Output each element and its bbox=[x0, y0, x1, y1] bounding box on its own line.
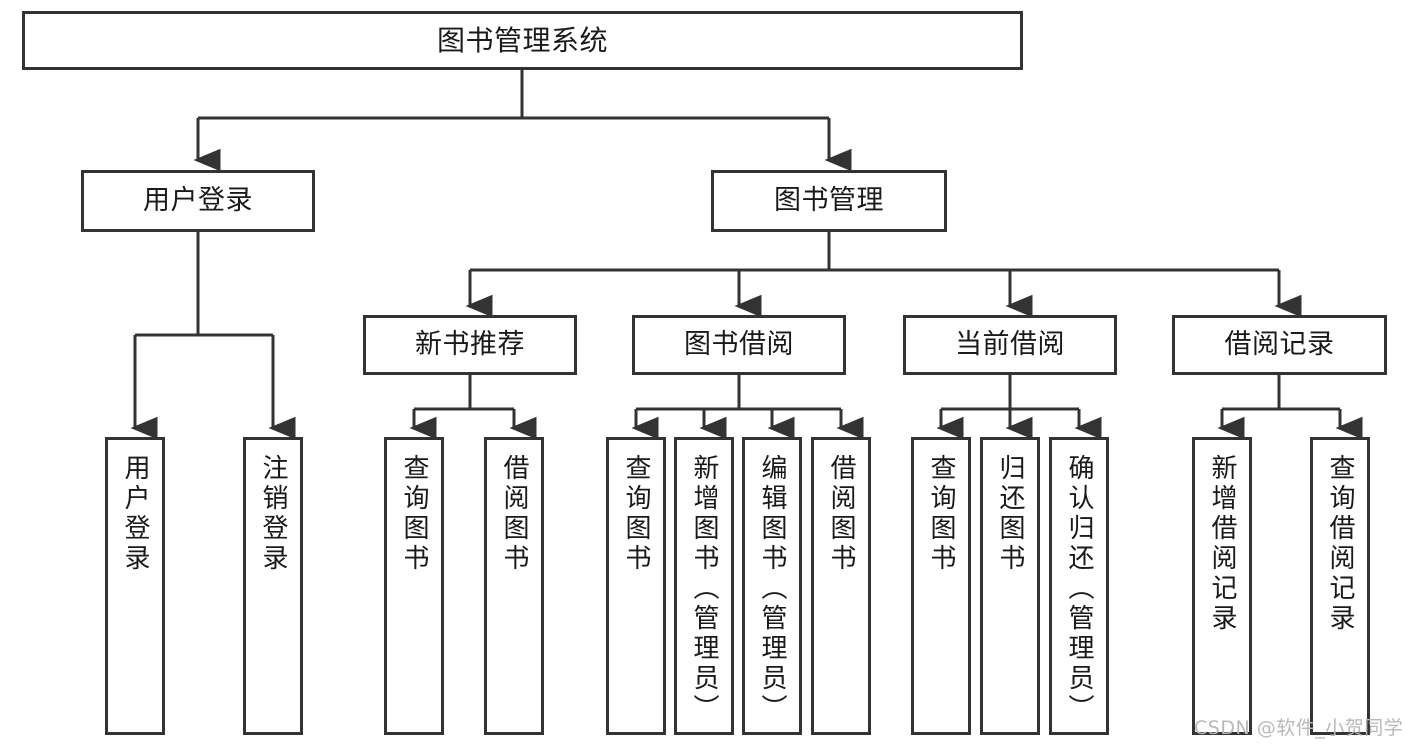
node-label: 用户登录 bbox=[143, 185, 253, 217]
node-label: 新书推荐 bbox=[415, 329, 525, 361]
node-label: 图书借阅 bbox=[684, 329, 794, 361]
node-label: 新增图书（管理员） bbox=[689, 454, 719, 724]
leaf-borrow-books-newbook[interactable]: 借阅图书 bbox=[484, 437, 544, 735]
node-current-borrowing[interactable]: 当前借阅 bbox=[903, 315, 1117, 375]
leaf-add-borrow-record[interactable]: 新增借阅记录 bbox=[1192, 437, 1252, 735]
leaf-query-books-borrow[interactable]: 查询图书 bbox=[606, 437, 666, 735]
node-book-borrowing[interactable]: 图书借阅 bbox=[632, 315, 846, 375]
node-label: 当前借阅 bbox=[955, 329, 1065, 361]
node-new-book-recommendation[interactable]: 新书推荐 bbox=[363, 315, 577, 375]
node-label: 借阅图书 bbox=[499, 454, 529, 574]
leaf-return-books[interactable]: 归还图书 bbox=[980, 437, 1040, 735]
node-borrowing-records[interactable]: 借阅记录 bbox=[1172, 315, 1387, 375]
leaf-borrow-books[interactable]: 借阅图书 bbox=[811, 437, 871, 735]
node-label: 图书管理 bbox=[774, 185, 884, 217]
node-label: 查询图书 bbox=[621, 454, 651, 574]
node-book-management[interactable]: 图书管理 bbox=[711, 170, 947, 232]
node-label: 确认归还（管理员） bbox=[1064, 454, 1094, 724]
leaf-query-books-current[interactable]: 查询图书 bbox=[911, 437, 971, 735]
node-label: 新增借阅记录 bbox=[1207, 454, 1237, 634]
leaf-query-books-newbook[interactable]: 查询图书 bbox=[384, 437, 444, 735]
leaf-query-borrow-record[interactable]: 查询借阅记录 bbox=[1310, 437, 1370, 735]
node-label: 查询图书 bbox=[926, 454, 956, 574]
leaf-user-login[interactable]: 用户登录 bbox=[105, 437, 165, 735]
node-label: 注销登录 bbox=[258, 454, 288, 574]
node-label: 查询借阅记录 bbox=[1325, 454, 1355, 634]
leaf-confirm-return-admin[interactable]: 确认归还（管理员） bbox=[1049, 437, 1109, 735]
leaf-logout[interactable]: 注销登录 bbox=[243, 437, 303, 735]
node-label: 用户登录 bbox=[120, 454, 150, 574]
leaf-edit-book-admin[interactable]: 编辑图书（管理员） bbox=[742, 437, 802, 735]
node-root-book-management-system[interactable]: 图书管理系统 bbox=[22, 11, 1023, 70]
node-user-login[interactable]: 用户登录 bbox=[81, 170, 315, 232]
node-label: 编辑图书（管理员） bbox=[757, 454, 787, 724]
node-label: 查询图书 bbox=[399, 454, 429, 574]
node-label: 图书管理系统 bbox=[436, 23, 608, 57]
csdn-watermark: CSDN @软件_小贺同学 bbox=[1194, 717, 1404, 739]
node-label: 借阅图书 bbox=[826, 454, 856, 574]
leaf-add-book-admin[interactable]: 新增图书（管理员） bbox=[674, 437, 734, 735]
node-label: 借阅记录 bbox=[1224, 329, 1335, 361]
node-label: 归还图书 bbox=[995, 454, 1025, 574]
